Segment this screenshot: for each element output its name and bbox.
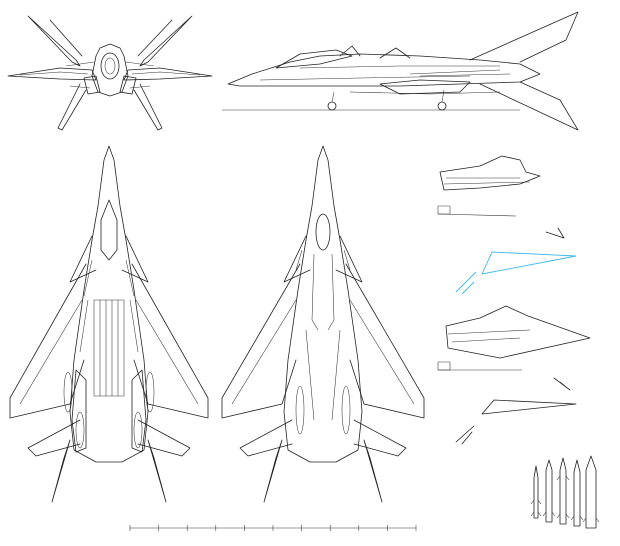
wing-fold-detail-upper <box>437 155 577 295</box>
side-view <box>222 11 579 131</box>
missile-2 <box>542 459 556 523</box>
missile-5 <box>582 455 600 529</box>
scale-bar <box>129 525 417 531</box>
bottom-view <box>221 145 425 503</box>
missile-4 <box>570 459 584 527</box>
weapons-group <box>530 455 600 529</box>
front-view <box>7 15 213 131</box>
wing-fold-detail-lower <box>437 305 591 445</box>
missile-3 <box>556 457 570 525</box>
top-view <box>9 145 209 503</box>
missile-1 <box>530 465 542 519</box>
